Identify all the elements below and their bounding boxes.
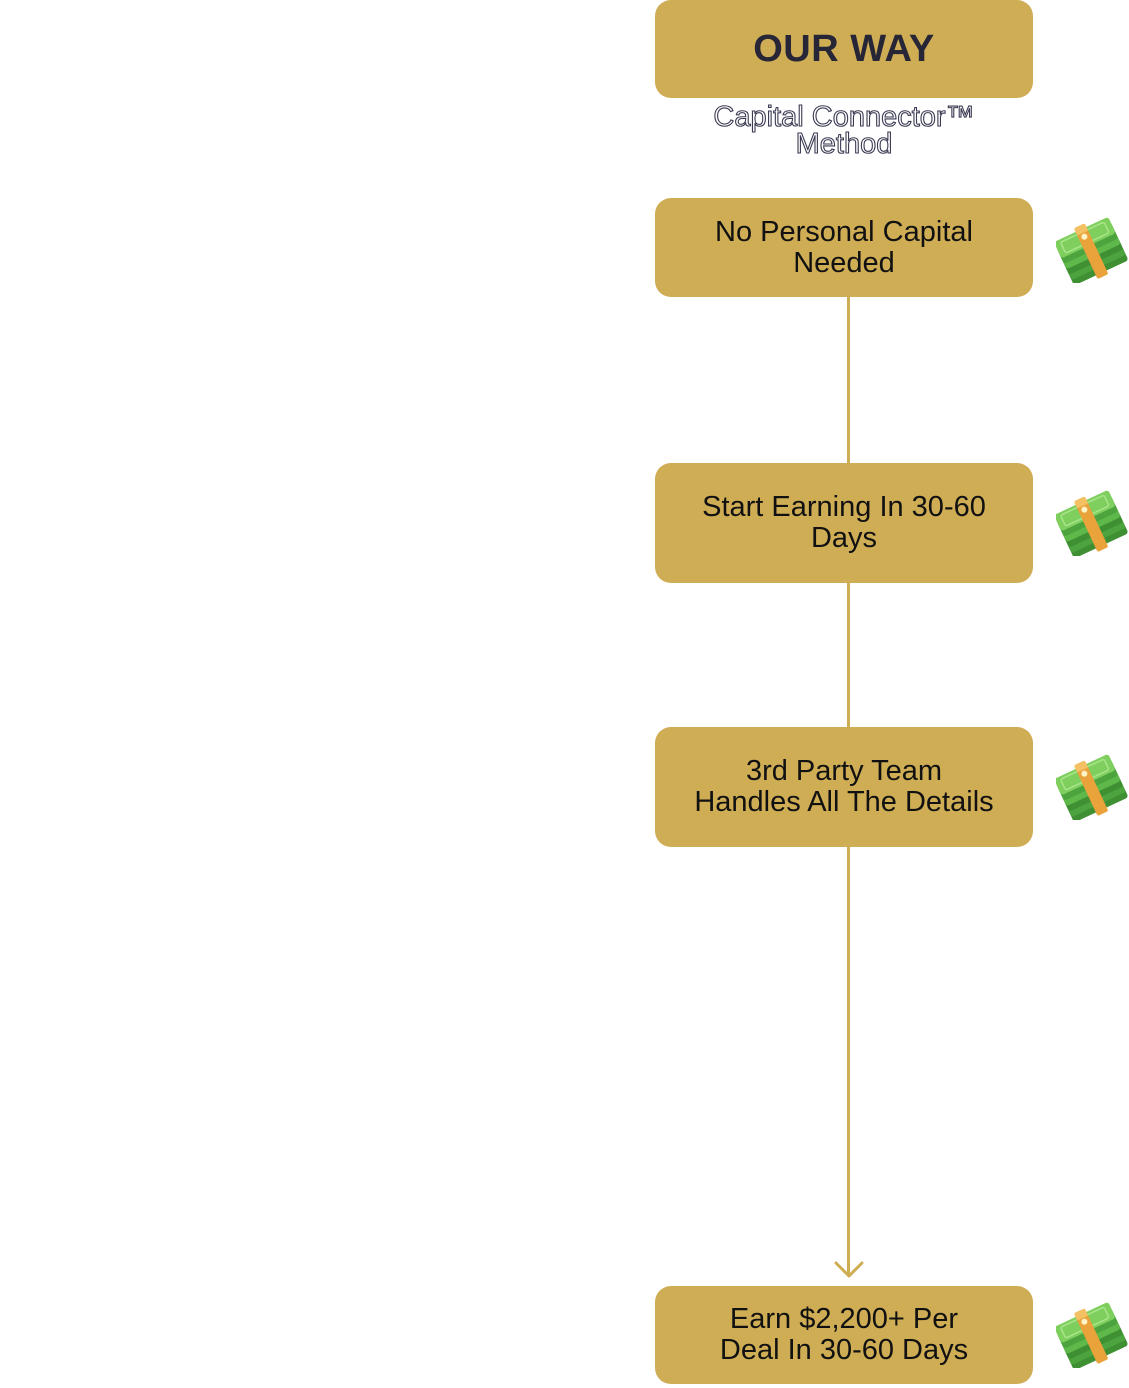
step-3-line2: Handles All The Details	[694, 786, 994, 818]
step-box-third-party-team: 3rd Party Team Handles All The Details	[655, 727, 1033, 847]
step-2-line2: Days	[810, 522, 878, 554]
method-subtitle-line2: Method	[795, 128, 893, 160]
our-way-title-box: OUR WAY	[655, 0, 1033, 98]
step-box-earn-per-deal: Earn $2,200+ Per Deal In 30-60 Days	[655, 1286, 1033, 1384]
connector-line-2	[847, 583, 850, 727]
step-box-start-earning: Start Earning In 30-60 Days	[655, 463, 1033, 583]
step-4-line1: Earn $2,200+ Per	[729, 1303, 959, 1335]
money-stack-icon	[1056, 486, 1129, 556]
method-subtitle: Capital Connector™ Method	[655, 101, 1033, 160]
step-box-no-personal-capital: No Personal Capital Needed	[655, 198, 1033, 297]
money-stack-icon	[1056, 1298, 1129, 1368]
our-way-title: OUR WAY	[753, 27, 935, 70]
step-1-line2: Needed	[793, 246, 895, 279]
step-4-line2: Deal In 30-60 Days	[719, 1334, 969, 1366]
money-stack-icon	[1056, 750, 1129, 820]
step-1-line1: No Personal Capital	[715, 215, 973, 248]
step-2-line1: Start Earning In 30-60	[702, 491, 986, 523]
arrow-down-icon	[834, 1261, 864, 1278]
method-subtitle-line1: Capital Connector™	[713, 101, 975, 133]
connector-line-1	[847, 297, 850, 463]
step-3-line1: 3rd Party Team	[745, 755, 943, 787]
money-stack-icon	[1056, 213, 1129, 283]
connector-line-3	[847, 847, 850, 1275]
